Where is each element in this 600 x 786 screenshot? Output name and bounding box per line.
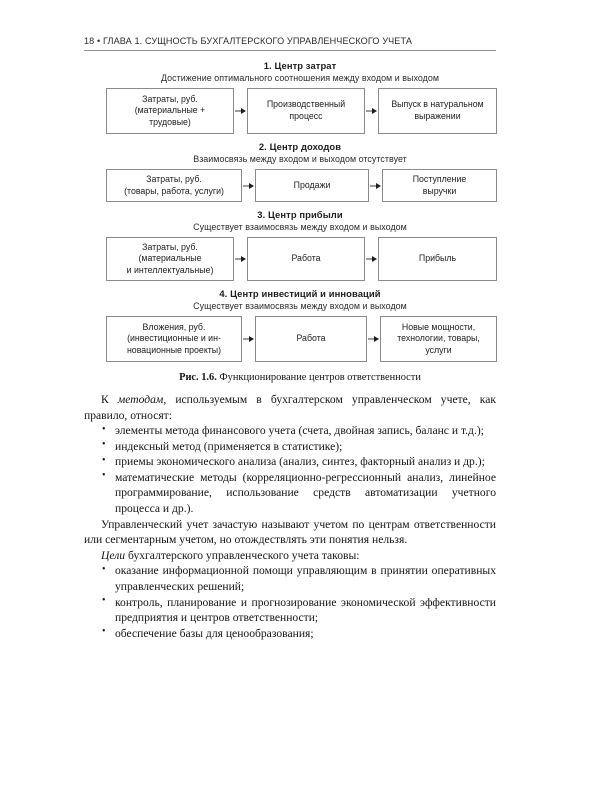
node-line: Затраты, руб.: [142, 93, 198, 104]
paragraph-responsibility: Управленческий учет зачастую называют уч…: [84, 517, 496, 547]
block-title: 1. Центр затрат: [263, 60, 337, 71]
diagram-block-investment-center: 4. Центр инвестиций и инноваций Существу…: [0, 288, 600, 362]
diagram-row: Затраты, руб. (товары, работа, услуги) П…: [106, 169, 497, 202]
diagram-block-profit-center: 3. Центр прибыли Существует взаимосвязь …: [0, 209, 600, 281]
node-line: Вложения, руб.: [142, 321, 206, 332]
list-item: математические методы (корреляционно-рег…: [84, 469, 496, 517]
list-item: оказание информационной помощи управляющ…: [84, 563, 496, 594]
figure-1-6: 1. Центр затрат Достижение оптимального …: [0, 60, 600, 383]
paragraph-methods: К методам, используемым в бухгалтерском …: [84, 392, 496, 423]
block-title: 2. Центр доходов: [258, 141, 342, 152]
node-line: новационные проекты): [126, 344, 222, 355]
methods-lead-out: , используемым в бухгалтерском управленч…: [84, 393, 496, 422]
document-page: 18 • ГЛАВА 1. СУЩНОСТЬ БУХГАЛТЕРСКОГО УП…: [0, 36, 600, 786]
methods-lead-in: К: [101, 393, 118, 406]
node-line: выручки: [422, 185, 457, 196]
node-line: Выпуск в натуральном: [391, 99, 484, 110]
arrow-right-icon: [242, 316, 255, 362]
block-title: 3. Центр прибыли: [257, 209, 343, 220]
node-line: (материальные: [138, 253, 202, 264]
diagram-row: Затраты, руб. (материальные + трудовые) …: [106, 88, 497, 134]
diagram-node-process: Производственный процесс: [247, 88, 365, 134]
arrow-right-icon: [234, 88, 247, 134]
diagram-node-input: Вложения, руб. (инвестиционные и ин- нов…: [106, 316, 242, 362]
node-line: Затраты, руб.: [146, 173, 202, 184]
arrow-right-icon: [242, 169, 255, 202]
node-line: и интеллектуальные): [126, 264, 214, 275]
node-line: Производственный: [266, 99, 346, 110]
diagram-node-process: Работа: [247, 237, 365, 281]
figure-caption-text: Функционирование центров ответственности: [216, 372, 421, 383]
running-head-text: 18 • ГЛАВА 1. СУЩНОСТЬ БУХГАЛТЕРСКОГО УП…: [84, 36, 413, 46]
paragraph-goals: Цели бухгалтерского управленческого учет…: [84, 548, 496, 564]
diagram-node-output: Прибыль: [378, 237, 497, 281]
diagram-block-revenue-center: 2. Центр доходов Взаимосвязь между входо…: [0, 141, 600, 202]
diagram-row: Вложения, руб. (инвестиционные и ин- нов…: [106, 316, 497, 362]
block-title: 4. Центр инвестиций и инноваций: [219, 288, 381, 299]
arrow-right-icon: [234, 237, 247, 281]
goals-lead-out: бухгалтерского управленческого учета так…: [125, 548, 360, 562]
diagram-node-input: Затраты, руб. (материальные + трудовые): [106, 88, 234, 134]
block-subtitle: Взаимосвязь между входом и выходом отсут…: [193, 154, 407, 164]
node-line: Продажи: [293, 179, 331, 190]
diagram-block-cost-center: 1. Центр затрат Достижение оптимального …: [0, 60, 600, 134]
methods-emphasis: методам: [117, 393, 164, 406]
arrow-right-icon: [369, 169, 382, 202]
node-line: (материальные +: [134, 105, 206, 116]
goals-emphasis: Цели: [101, 548, 126, 562]
node-line: услуги: [425, 344, 452, 355]
figure-caption: Рис. 1.6. Функционирование центров ответ…: [0, 372, 600, 383]
node-line: технологии, товары,: [397, 333, 480, 344]
block-subtitle: Достижение оптимального соотношения межд…: [161, 73, 439, 83]
list-item: элементы метода финансового учета (счета…: [84, 423, 496, 439]
arrow-right-icon: [365, 88, 378, 134]
list-item: индексный метод (применяется в статистик…: [84, 438, 496, 455]
figure-caption-label: Рис. 1.6.: [179, 372, 217, 383]
node-line: Новые мощности,: [401, 321, 476, 332]
diagram-node-output: Поступление выручки: [382, 169, 497, 202]
node-line: Прибыль: [418, 253, 457, 264]
node-line: Работа: [296, 333, 326, 344]
node-line: процесс: [289, 111, 323, 121]
header-rule: [84, 50, 496, 51]
node-line: Работа: [291, 253, 321, 264]
diagram-node-input: Затраты, руб. (материальные и интеллекту…: [106, 237, 234, 281]
list-item: контроль, планирование и прогнозирование…: [84, 594, 496, 626]
list-item: приемы экономического анализа (анализ, с…: [84, 454, 496, 470]
arrow-right-icon: [367, 316, 380, 362]
diagram-row: Затраты, руб. (материальные и интеллекту…: [106, 237, 497, 281]
block-subtitle: Существует взаимосвязь между входом и вы…: [193, 301, 407, 311]
diagram-node-process: Продажи: [255, 169, 369, 202]
diagram-node-output: Выпуск в натуральном выражении: [378, 88, 497, 134]
body-text: К методам, используемым в бухгалтерском …: [84, 392, 496, 641]
diagram-node-process: Работа: [255, 316, 367, 362]
goals-list: оказание информационной помощи управляющ…: [84, 563, 496, 641]
node-line: Поступление: [412, 173, 467, 184]
node-line: трудовые): [149, 116, 191, 127]
page-header: 18 • ГЛАВА 1. СУЩНОСТЬ БУХГАЛТЕРСКОГО УП…: [84, 36, 552, 51]
node-line: (инвестиционные и ин-: [127, 333, 221, 344]
node-line: выражении: [414, 111, 461, 121]
node-line: Затраты, руб.: [142, 241, 198, 252]
diagram-node-input: Затраты, руб. (товары, работа, услуги): [106, 169, 242, 202]
block-subtitle: Существует взаимосвязь между входом и вы…: [193, 222, 407, 232]
node-line: (товары, работа, услуги): [124, 185, 224, 196]
arrow-right-icon: [365, 237, 378, 281]
methods-list: элементы метода финансового учета (счета…: [84, 423, 496, 516]
list-item: обеспечение базы для ценообразования;: [84, 625, 496, 642]
diagram-node-output: Новые мощности, технологии, товары, услу…: [380, 316, 497, 362]
